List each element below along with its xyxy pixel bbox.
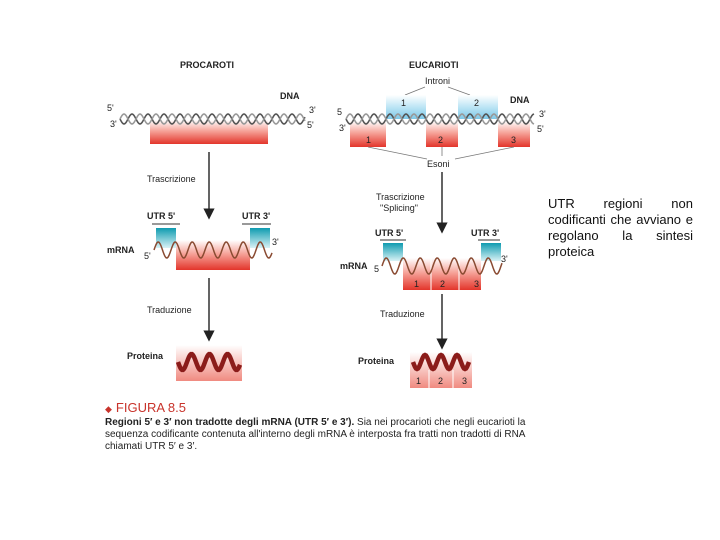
euk-intron-1-number: 1: [401, 98, 406, 108]
euk-exon-1-number: 1: [366, 135, 371, 145]
euk-protein-exon-3-number: 3: [462, 376, 467, 386]
prok-mrna-label: mRNA: [107, 245, 135, 255]
prok-utr5-label: UTR 5': [147, 211, 175, 221]
euk-introns-label: Introni: [425, 76, 450, 86]
euk-mrna-exon-3-number: 3: [474, 279, 479, 289]
figure-title-text: FIGURA 8.5: [115, 400, 186, 415]
prok-transcription-label: Trascrizione: [147, 174, 196, 184]
euk-mrna-5: 5: [374, 264, 379, 274]
prok-protein-label: Proteina: [127, 351, 164, 361]
prok-5prime-bottom: 5': [307, 120, 314, 130]
euk-utr3-block: [481, 243, 501, 261]
figure-caption-bold: Regioni 5′ e 3′ non tradotte degli mRNA …: [105, 417, 355, 428]
prok-mrna-3prime: 3': [272, 237, 279, 247]
euk-translation-label: Traduzione: [380, 309, 425, 319]
euk-utr5-label: UTR 5': [375, 228, 403, 238]
euk-5-right: 5': [537, 124, 544, 134]
prok-utr3-label: UTR 3': [242, 211, 270, 221]
prok-mrna-coding-region: [176, 240, 250, 270]
euk-mrna-exon-1-number: 1: [414, 279, 419, 289]
prok-dna-coding-region: [150, 120, 268, 144]
caption-marker-icon: ◆: [105, 404, 112, 414]
euk-protein-chain: [410, 352, 472, 372]
euk-exon-3-number: 3: [511, 135, 516, 145]
euk-mrna-strand: [381, 257, 503, 275]
euk-protein-exon-1-number: 1: [416, 376, 421, 386]
euk-introns-pointer-2: [447, 86, 471, 96]
euk-mrna-3prime: 3': [501, 254, 508, 264]
utr-note: UTR regioni non codificanti che avviano …: [548, 196, 693, 259]
prok-5prime-top: 5': [107, 103, 114, 113]
euk-protein-label: Proteina: [358, 356, 395, 366]
euk-intron-1: [386, 95, 426, 119]
euk-exon-2: [426, 121, 458, 147]
euk-introns-pointer-1: [404, 86, 426, 96]
euk-dna-helix: [345, 113, 535, 125]
prok-dna-label: DNA: [280, 91, 300, 101]
figure-title: ◆FIGURA 8.5: [105, 400, 555, 415]
euk-exon-1: [350, 121, 386, 147]
prok-protein-chain: [175, 351, 243, 373]
euk-exons-pointer-1: [367, 146, 428, 160]
figure-caption-text: Regioni 5′ e 3′ non tradotte degli mRNA …: [105, 417, 555, 453]
euk-transcription-line2: "Splicing": [380, 203, 418, 213]
euk-3-right: 3': [539, 109, 546, 119]
prok-translation-label: Traduzione: [147, 305, 192, 315]
euk-exons-label: Esoni: [427, 159, 450, 169]
prok-utr3-block: [250, 228, 270, 248]
euk-intron-2-number: 2: [474, 98, 479, 108]
prok-title: PROCAROTI: [180, 60, 234, 70]
euk-mrna-label: mRNA: [340, 261, 368, 271]
prok-utr5-block: [156, 228, 176, 248]
euk-utr3-label: UTR 3': [471, 228, 499, 238]
prok-3prime-bottom: 3': [110, 119, 117, 129]
euk-exon-2-number: 2: [438, 135, 443, 145]
prok-mrna-5prime: 5': [144, 251, 151, 261]
prok-dna-helix: [119, 113, 306, 125]
prok-mrna-strand: [153, 241, 273, 259]
euk-intron-2: [458, 95, 498, 119]
euk-transcription-line1: Trascrizione: [376, 192, 425, 202]
euk-exon-3: [498, 121, 530, 147]
euk-title: EUCARIOTI: [409, 60, 459, 70]
euk-mrna-exon-2-number: 2: [440, 279, 445, 289]
figure-caption-body: Sia nei procarioti che negli eucarioti l…: [105, 417, 526, 452]
euk-protein-exon-2-number: 2: [438, 376, 443, 386]
figure-caption: ◆FIGURA 8.5 Regioni 5′ e 3′ non tradotte…: [105, 400, 555, 453]
euk-3-left: 3': [339, 123, 346, 133]
prok-3prime-top: 3': [309, 105, 316, 115]
euk-5-left: 5: [337, 107, 342, 117]
euk-utr5-block: [383, 243, 403, 261]
euk-exons-pointer-3: [454, 146, 515, 160]
euk-dna-label: DNA: [510, 95, 530, 105]
